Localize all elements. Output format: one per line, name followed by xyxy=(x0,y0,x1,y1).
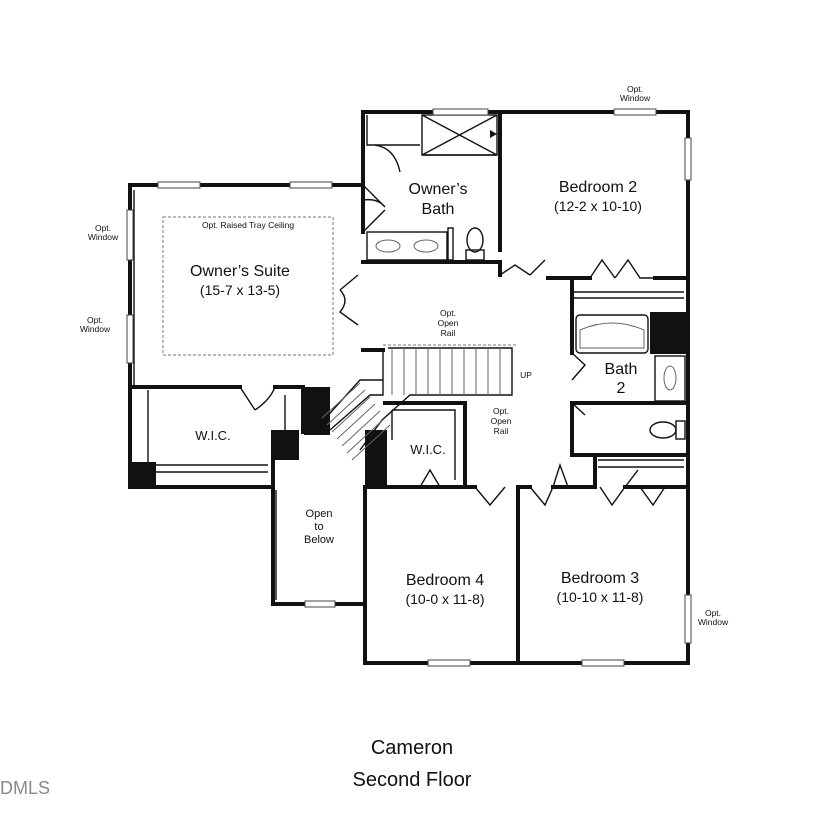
dmls-watermark: DMLS xyxy=(0,778,50,798)
stair-tread xyxy=(326,389,366,426)
owners-suite-dims: (15-7 x 13-5) xyxy=(200,282,280,298)
bath2-label-1: Bath xyxy=(605,361,638,378)
plan-caption: Cameron Second Floor xyxy=(353,737,472,791)
bedroom3-dims: (10-10 x 11-8) xyxy=(557,589,644,605)
bedroom4-name: Bedroom 4 xyxy=(406,572,484,589)
owners-bath-label-1: Owner’s xyxy=(409,181,468,198)
bedroom2-name: Bedroom 2 xyxy=(559,179,637,196)
bedroom4-dims: (10-0 x 11-8) xyxy=(405,591,484,607)
open-rail-top-2: Open xyxy=(438,318,459,328)
stair-tread xyxy=(321,382,361,419)
wic-left-label: W.I.C. xyxy=(195,428,230,443)
open-rail-top-3: Rail xyxy=(441,328,456,338)
owners-bath-label-2: Bath xyxy=(422,201,455,218)
wic-right-label: W.I.C. xyxy=(410,442,445,457)
tray-ceiling-note: Opt. Raised Tray Ceiling xyxy=(202,220,294,230)
bath2-label-2: 2 xyxy=(617,380,626,397)
stair-tread xyxy=(331,396,371,433)
opt-window-left-lower-1: Opt. xyxy=(87,315,103,325)
stair-up-note: UP xyxy=(520,370,532,380)
model-name: Cameron xyxy=(371,737,453,759)
open-rail-top-1: Opt. xyxy=(440,308,456,318)
open-below-label-2: to xyxy=(314,521,323,533)
stair-tread xyxy=(351,424,391,461)
open-rail-bottom-3: Rail xyxy=(494,426,509,436)
open-rail-bottom-2: Open xyxy=(491,416,512,426)
stair-tread xyxy=(346,417,386,454)
stair-tread xyxy=(336,403,376,440)
opt-window-top-2: Window xyxy=(620,93,651,103)
opt-window-left-lower-2: Window xyxy=(80,324,111,334)
staircase xyxy=(321,344,517,461)
opt-window-top-1: Opt. xyxy=(627,84,643,94)
windows xyxy=(126,108,692,667)
stair-tread xyxy=(341,410,381,447)
owners-suite-name: Owner’s Suite xyxy=(190,263,290,280)
door-swings xyxy=(239,184,666,507)
opt-window-right-2: Window xyxy=(698,617,729,627)
opt-window-left-upper-1: Opt. xyxy=(95,223,111,233)
opt-window-left-upper-2: Window xyxy=(88,232,119,242)
floor-name: Second Floor xyxy=(353,769,472,791)
structural-blocks xyxy=(130,312,688,489)
fixtures xyxy=(133,114,686,600)
bedroom3-name: Bedroom 3 xyxy=(561,570,639,587)
opt-window-right-1: Opt. xyxy=(705,608,721,618)
room-labels: Owner’s Suite (15-7 x 13-5) Owner’s Bath… xyxy=(190,179,643,607)
plan-notes: Opt. Raised Tray Ceiling Opt. Window Opt… xyxy=(80,84,729,627)
bedroom2-dims: (12-2 x 10-10) xyxy=(554,198,642,214)
open-below-label-3: Below xyxy=(304,534,334,546)
open-rail-bottom-1: Opt. xyxy=(493,406,509,416)
open-below-label-1: Open xyxy=(306,508,333,520)
